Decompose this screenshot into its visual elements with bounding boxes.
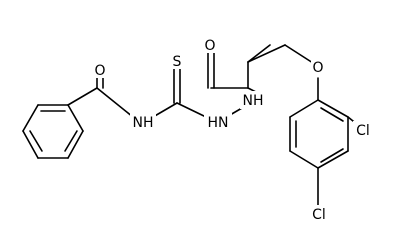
structure-canvas: O NH S HN NH O O Cl: [0, 0, 395, 231]
atom-o-carbonyl-right-label: O: [204, 38, 215, 54]
bond-layer: [22, 44, 359, 206]
atom-label-layer: O NH S HN NH O O Cl: [93, 37, 373, 223]
bond-chain-to-ether-o: [284, 44, 314, 64]
bond-aryl-ring: [289, 150, 319, 169]
atom-s-thione: S: [170, 53, 184, 70]
bond-methyl: [247, 44, 271, 63]
atom-o-carbonyl-left: O: [93, 62, 107, 79]
atom-hn-hydrazine: HN: [204, 113, 232, 131]
bond-ring-to-carbonyl: [67, 87, 98, 106]
atom-o-carbonyl-left-label: O: [94, 63, 105, 79]
atom-s-thione-label: S: [173, 54, 182, 70]
atom-nh-hydrazine: NH: [240, 91, 266, 109]
atom-nh-amide-label: NH: [133, 115, 154, 131]
bond-aryl-ring: [317, 150, 349, 169]
atom-o-ether-label: O: [312, 60, 323, 76]
bond-benzoyl-ring-inner: [29, 130, 43, 152]
bond-aryl-ring: [289, 99, 319, 118]
atom-hn-hydrazine-label: HN: [208, 115, 229, 131]
atom-o-ether: O: [311, 59, 325, 76]
atom-cl-ortho-label: Cl: [356, 123, 370, 139]
bond-carbonyl-to-nh: [96, 87, 134, 118]
bond-nh-to-thiocarbonyl: [152, 102, 178, 118]
bond-aryl-ring-inner: [320, 107, 344, 122]
atom-o-carbonyl-right: O: [203, 37, 217, 54]
canvas-background: [0, 0, 395, 231]
bond-benzoyl-ring: [67, 130, 84, 159]
bond-aryl-ring-inner: [320, 148, 344, 163]
atom-cl-ortho: Cl: [353, 121, 373, 139]
bond-benzoyl-ring-inner: [64, 130, 78, 152]
bond-benzoyl-ring: [22, 130, 39, 159]
bond-thiocarbonyl-to-hn: [176, 102, 207, 118]
bond-aryl-ring: [317, 99, 349, 118]
bond-benzoyl-ring: [22, 104, 39, 132]
bond-benzoyl-ring: [67, 104, 84, 132]
atom-cl-para-label: Cl: [312, 207, 326, 223]
atom-nh-hydrazine-label: NH: [243, 93, 264, 109]
atom-cl-para: Cl: [309, 205, 329, 223]
bond-alpha-to-chain: [247, 44, 286, 63]
atom-nh-amide: NH: [130, 113, 156, 131]
